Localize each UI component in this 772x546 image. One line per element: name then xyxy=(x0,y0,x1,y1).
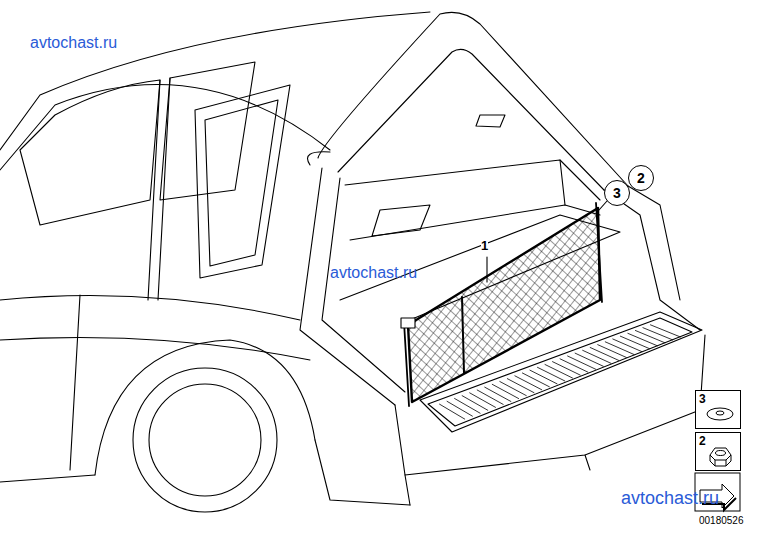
flap-ridge xyxy=(515,376,542,390)
flap-ridge xyxy=(545,365,573,379)
flap-ridge xyxy=(530,370,557,384)
callout-number: 1 xyxy=(481,238,488,253)
flap-ridge xyxy=(613,339,642,352)
flap-ridge xyxy=(620,336,649,349)
watermark: avtochast.ru xyxy=(330,264,417,282)
flap-ridge xyxy=(447,401,472,416)
flap-ridge xyxy=(462,396,488,411)
flap-ridge xyxy=(560,359,588,372)
part-box: 2 xyxy=(695,432,741,471)
flap-ridge xyxy=(650,325,680,337)
flap-ridge xyxy=(590,348,619,361)
flap-ridge xyxy=(537,367,564,381)
callout-number: 3 xyxy=(613,185,621,201)
flap-ridge xyxy=(568,356,596,369)
flap-ridge xyxy=(575,353,603,366)
flap-ridge xyxy=(583,350,611,363)
drawing-number: 00180526 xyxy=(699,515,744,526)
callout-number: 2 xyxy=(637,170,645,186)
flap-ridge xyxy=(507,379,534,393)
callout-circle: 2 xyxy=(628,165,654,191)
watermark: avtochast.ru xyxy=(621,488,719,509)
flap-ridge xyxy=(628,333,657,345)
flap-ridge xyxy=(553,362,581,375)
flap-ridge xyxy=(455,399,481,414)
flap-ridge xyxy=(492,384,518,398)
flap-ridge xyxy=(522,373,549,387)
watermark: avtochast.ru xyxy=(30,34,117,52)
part-box: 3 xyxy=(695,390,741,429)
flap-ridge xyxy=(485,387,511,401)
callout-number: 2 xyxy=(699,434,740,448)
flap-ridge xyxy=(598,345,627,358)
flap-ridge xyxy=(635,331,665,343)
callout-number: 3 xyxy=(699,392,740,406)
flap-ridge xyxy=(643,328,673,340)
flap-ridge xyxy=(500,382,527,396)
flap-ridge xyxy=(605,342,634,355)
flap-ridge xyxy=(477,390,503,404)
flap-ridge xyxy=(470,393,496,408)
callout-circle: 3 xyxy=(604,180,630,206)
flap-ridge xyxy=(440,404,465,419)
